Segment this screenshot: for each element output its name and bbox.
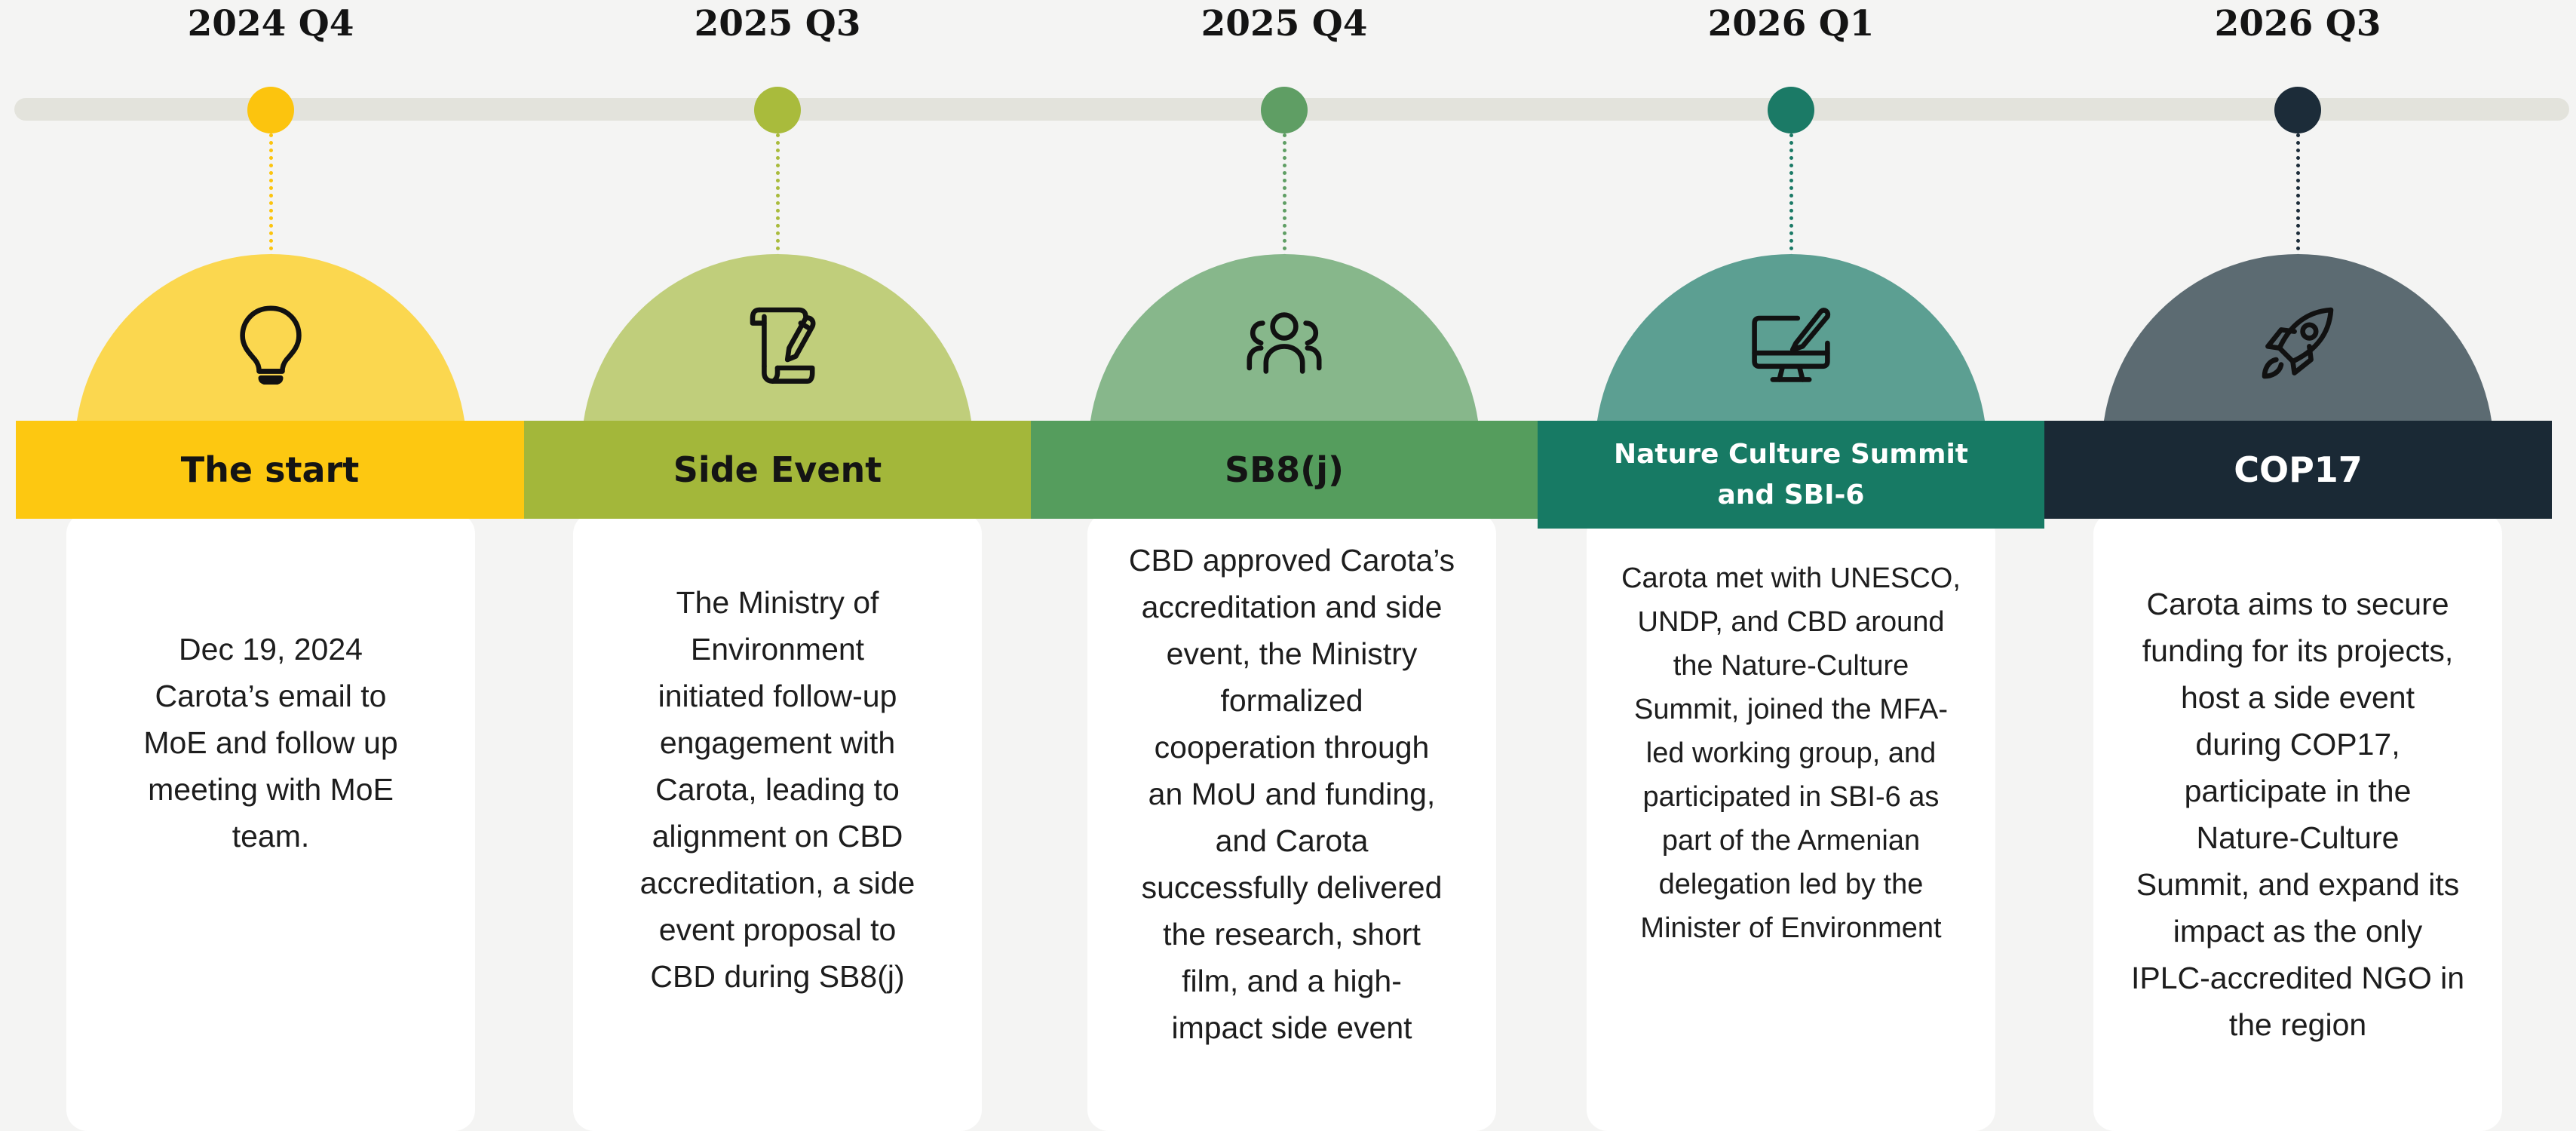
timeline-dot [247,87,294,133]
milestone-card [1587,513,1995,1131]
timeline-dot [1261,87,1308,133]
milestone-description: The Ministry of Environment initiated fo… [639,585,915,994]
milestone-title: SB8(j) [1224,449,1344,490]
timeline-connector [2296,133,2300,258]
timeline-dot [1768,87,1814,133]
milestone-card [2093,513,2502,1131]
milestone-description: Carota aims to secure funding for its pr… [2130,587,2465,1042]
people-group-icon [1243,302,1326,385]
monitor-edit-icon [1750,302,1832,385]
period-label: 2025 Q3 [694,3,861,44]
milestone-title: COP17 [2234,449,2363,490]
lightbulb-icon [229,302,312,386]
timeline-connector [1283,133,1286,258]
milestone-title-band: SB8(j) [1031,421,1538,519]
milestone-title: Side Event [673,449,882,490]
milestone-title-band: Side Event [524,421,1031,519]
period-label: 2026 Q3 [2214,3,2381,44]
milestone-card [66,513,475,1131]
timeline-dot [2274,87,2321,133]
milestone-description: CBD approved Carota’s accreditation and … [1128,543,1455,1045]
milestone-card [573,513,982,1131]
milestone-description: Carota met with UNESCO, UNDP, and CBD ar… [1621,562,1961,944]
milestone-title: Nature Culture Summit and SBI-6 [1613,438,1969,510]
timeline-dot [754,87,801,133]
scroll-edit-icon [736,302,819,385]
milestone-title-band: COP17 [2044,421,2552,519]
milestone-title-band: Nature Culture Summit and SBI-6 [1538,421,2044,529]
milestone-title: The start [180,449,360,490]
milestone-card [1087,513,1496,1131]
timeline-connector [776,133,780,258]
milestone-title-band: The start [16,421,524,519]
period-label: 2024 Q4 [187,3,354,44]
period-label: 2025 Q4 [1201,3,1368,44]
rocket-icon [2256,302,2339,385]
milestone-description: Dec 19, 2024 Carota’s email to MoE and f… [143,632,398,854]
timeline-connector [1789,133,1793,258]
timeline-connector [269,133,273,258]
period-label: 2026 Q1 [1707,3,1875,44]
